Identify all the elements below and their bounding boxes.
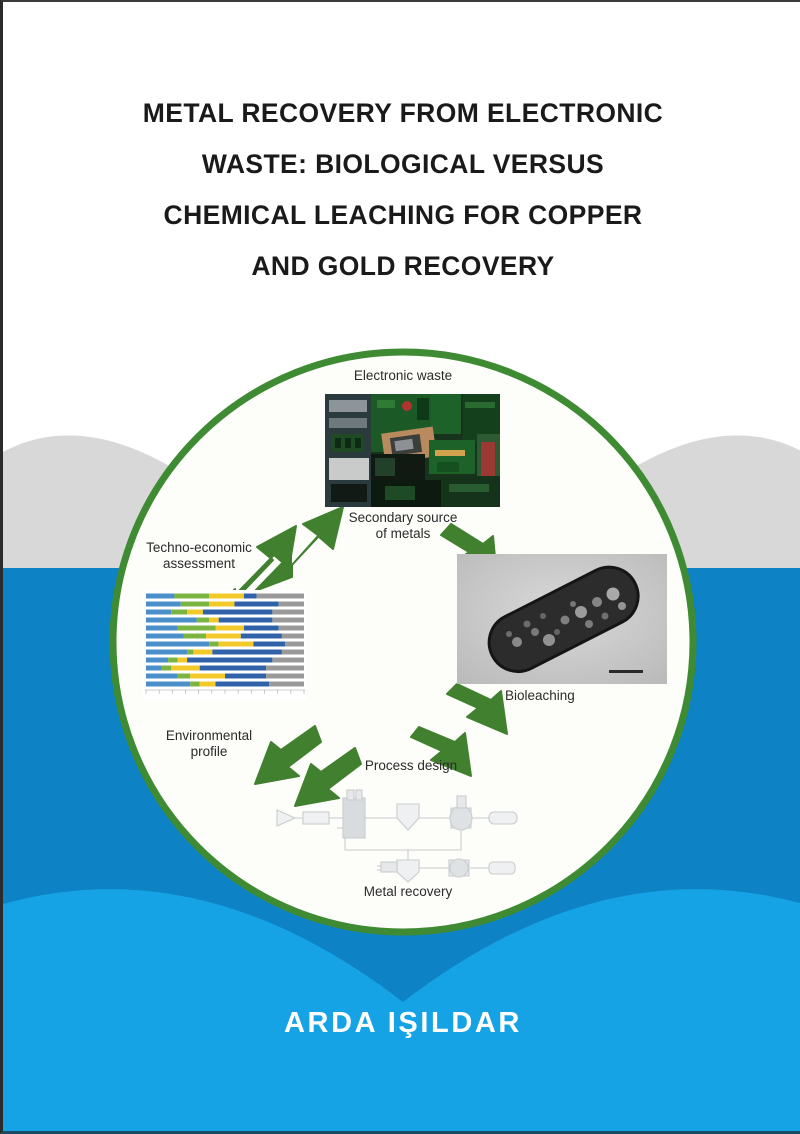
label-metal-recovery: Metal recovery	[363, 884, 453, 899]
bar-segment	[243, 625, 279, 631]
bar-segment	[146, 617, 197, 623]
bar-segment	[209, 601, 235, 607]
bar-segment	[240, 633, 282, 639]
bar-segment	[146, 641, 210, 647]
bar-segment	[215, 681, 270, 687]
bar-segment	[168, 657, 178, 663]
label-environmental-profile: Environmental profile	[165, 728, 253, 759]
bar-segment	[209, 593, 244, 599]
bar-segment	[278, 625, 304, 631]
bar-segment	[187, 649, 194, 655]
bar-segment	[190, 681, 200, 687]
bar-segment	[209, 641, 219, 647]
bar-segment	[285, 641, 304, 647]
bar-segment	[146, 625, 178, 631]
blue-band-light-base	[3, 1002, 800, 1131]
bar-segment	[199, 665, 267, 671]
label-secondary-source: Secondary source of metals	[348, 510, 458, 541]
bar-segment	[161, 665, 172, 671]
bar-segment	[243, 593, 257, 599]
process-flow-diagram	[273, 784, 533, 888]
bar-segment	[206, 633, 241, 639]
bar-segment	[193, 649, 213, 655]
bar-segment	[190, 673, 225, 679]
bar-segment	[269, 681, 304, 687]
bar-chart-ticks	[145, 690, 305, 694]
bar-segment	[177, 673, 191, 679]
bar-segment	[212, 649, 282, 655]
bar-segment	[146, 601, 181, 607]
bar-segment	[187, 657, 273, 663]
bar-segment	[266, 665, 304, 671]
bar-segment	[196, 617, 210, 623]
label-electronic-waste: Electronic waste	[353, 368, 453, 383]
bar-segment	[218, 617, 273, 623]
title-line-2: WASTE: BIOLOGICAL VERSUS	[201, 149, 605, 179]
bar-segment	[281, 649, 304, 655]
bar-series-group	[146, 593, 304, 687]
bar-segment	[146, 609, 172, 615]
bar-segment	[146, 657, 169, 663]
author-name: ARDA IŞILDAR	[284, 1007, 522, 1039]
bar-segment	[146, 665, 162, 671]
title-line-3: CHEMICAL LEACHING FOR COPPER	[163, 200, 643, 230]
page-title: METAL RECOVERY FROM ELECTRONIC WASTE: BI…	[3, 88, 800, 292]
bar-segment	[171, 665, 200, 671]
arrow-to-process-design	[410, 683, 508, 777]
bar-segment	[183, 633, 207, 639]
bar-segment	[256, 593, 304, 599]
title-line-1: METAL RECOVERY FROM ELECTRONIC	[142, 98, 664, 128]
bar-segment	[234, 601, 279, 607]
bar-segment	[272, 657, 304, 663]
bar-segment	[272, 617, 304, 623]
bar-segment	[146, 593, 175, 599]
arrow-to-techno-economic	[254, 725, 362, 807]
bar-segment	[225, 673, 267, 679]
bar-segment	[218, 641, 254, 647]
bar-segment	[253, 641, 286, 647]
bar-segment	[180, 601, 210, 607]
bar-segment	[281, 633, 304, 639]
bar-segment	[146, 649, 188, 655]
label-bioleaching: Bioleaching	[505, 688, 575, 703]
cycle-disc	[113, 352, 693, 932]
bar-segment	[199, 681, 216, 687]
electronic-waste-photo	[325, 394, 500, 507]
label-process-design: Process design	[364, 758, 458, 773]
cycle-ring-green	[109, 348, 697, 936]
bar-segment	[187, 609, 203, 615]
bar-segment	[174, 593, 210, 599]
bar-segment	[278, 601, 304, 607]
bacterium-micrograph	[457, 554, 667, 684]
bar-segment	[202, 609, 273, 615]
bar-segment	[209, 617, 219, 623]
label-techno-economic: Techno-economic assessment	[146, 540, 252, 571]
title-line-4: AND GOLD RECOVERY	[251, 251, 555, 281]
bar-segment	[215, 625, 244, 631]
circular-economy-cycle-diagram: Electronic waste Secondary source of met…	[105, 344, 701, 940]
bar-segment	[272, 609, 304, 615]
bar-segment	[171, 609, 188, 615]
bar-segment	[266, 673, 304, 679]
cycle-ring-and-arrows	[109, 348, 697, 936]
bar-segment	[177, 625, 216, 631]
bar-segment	[146, 633, 184, 639]
stacked-bar-chart	[143, 590, 307, 700]
bar-segment	[177, 657, 188, 663]
bar-segment	[146, 681, 191, 687]
bar-segment	[146, 673, 178, 679]
